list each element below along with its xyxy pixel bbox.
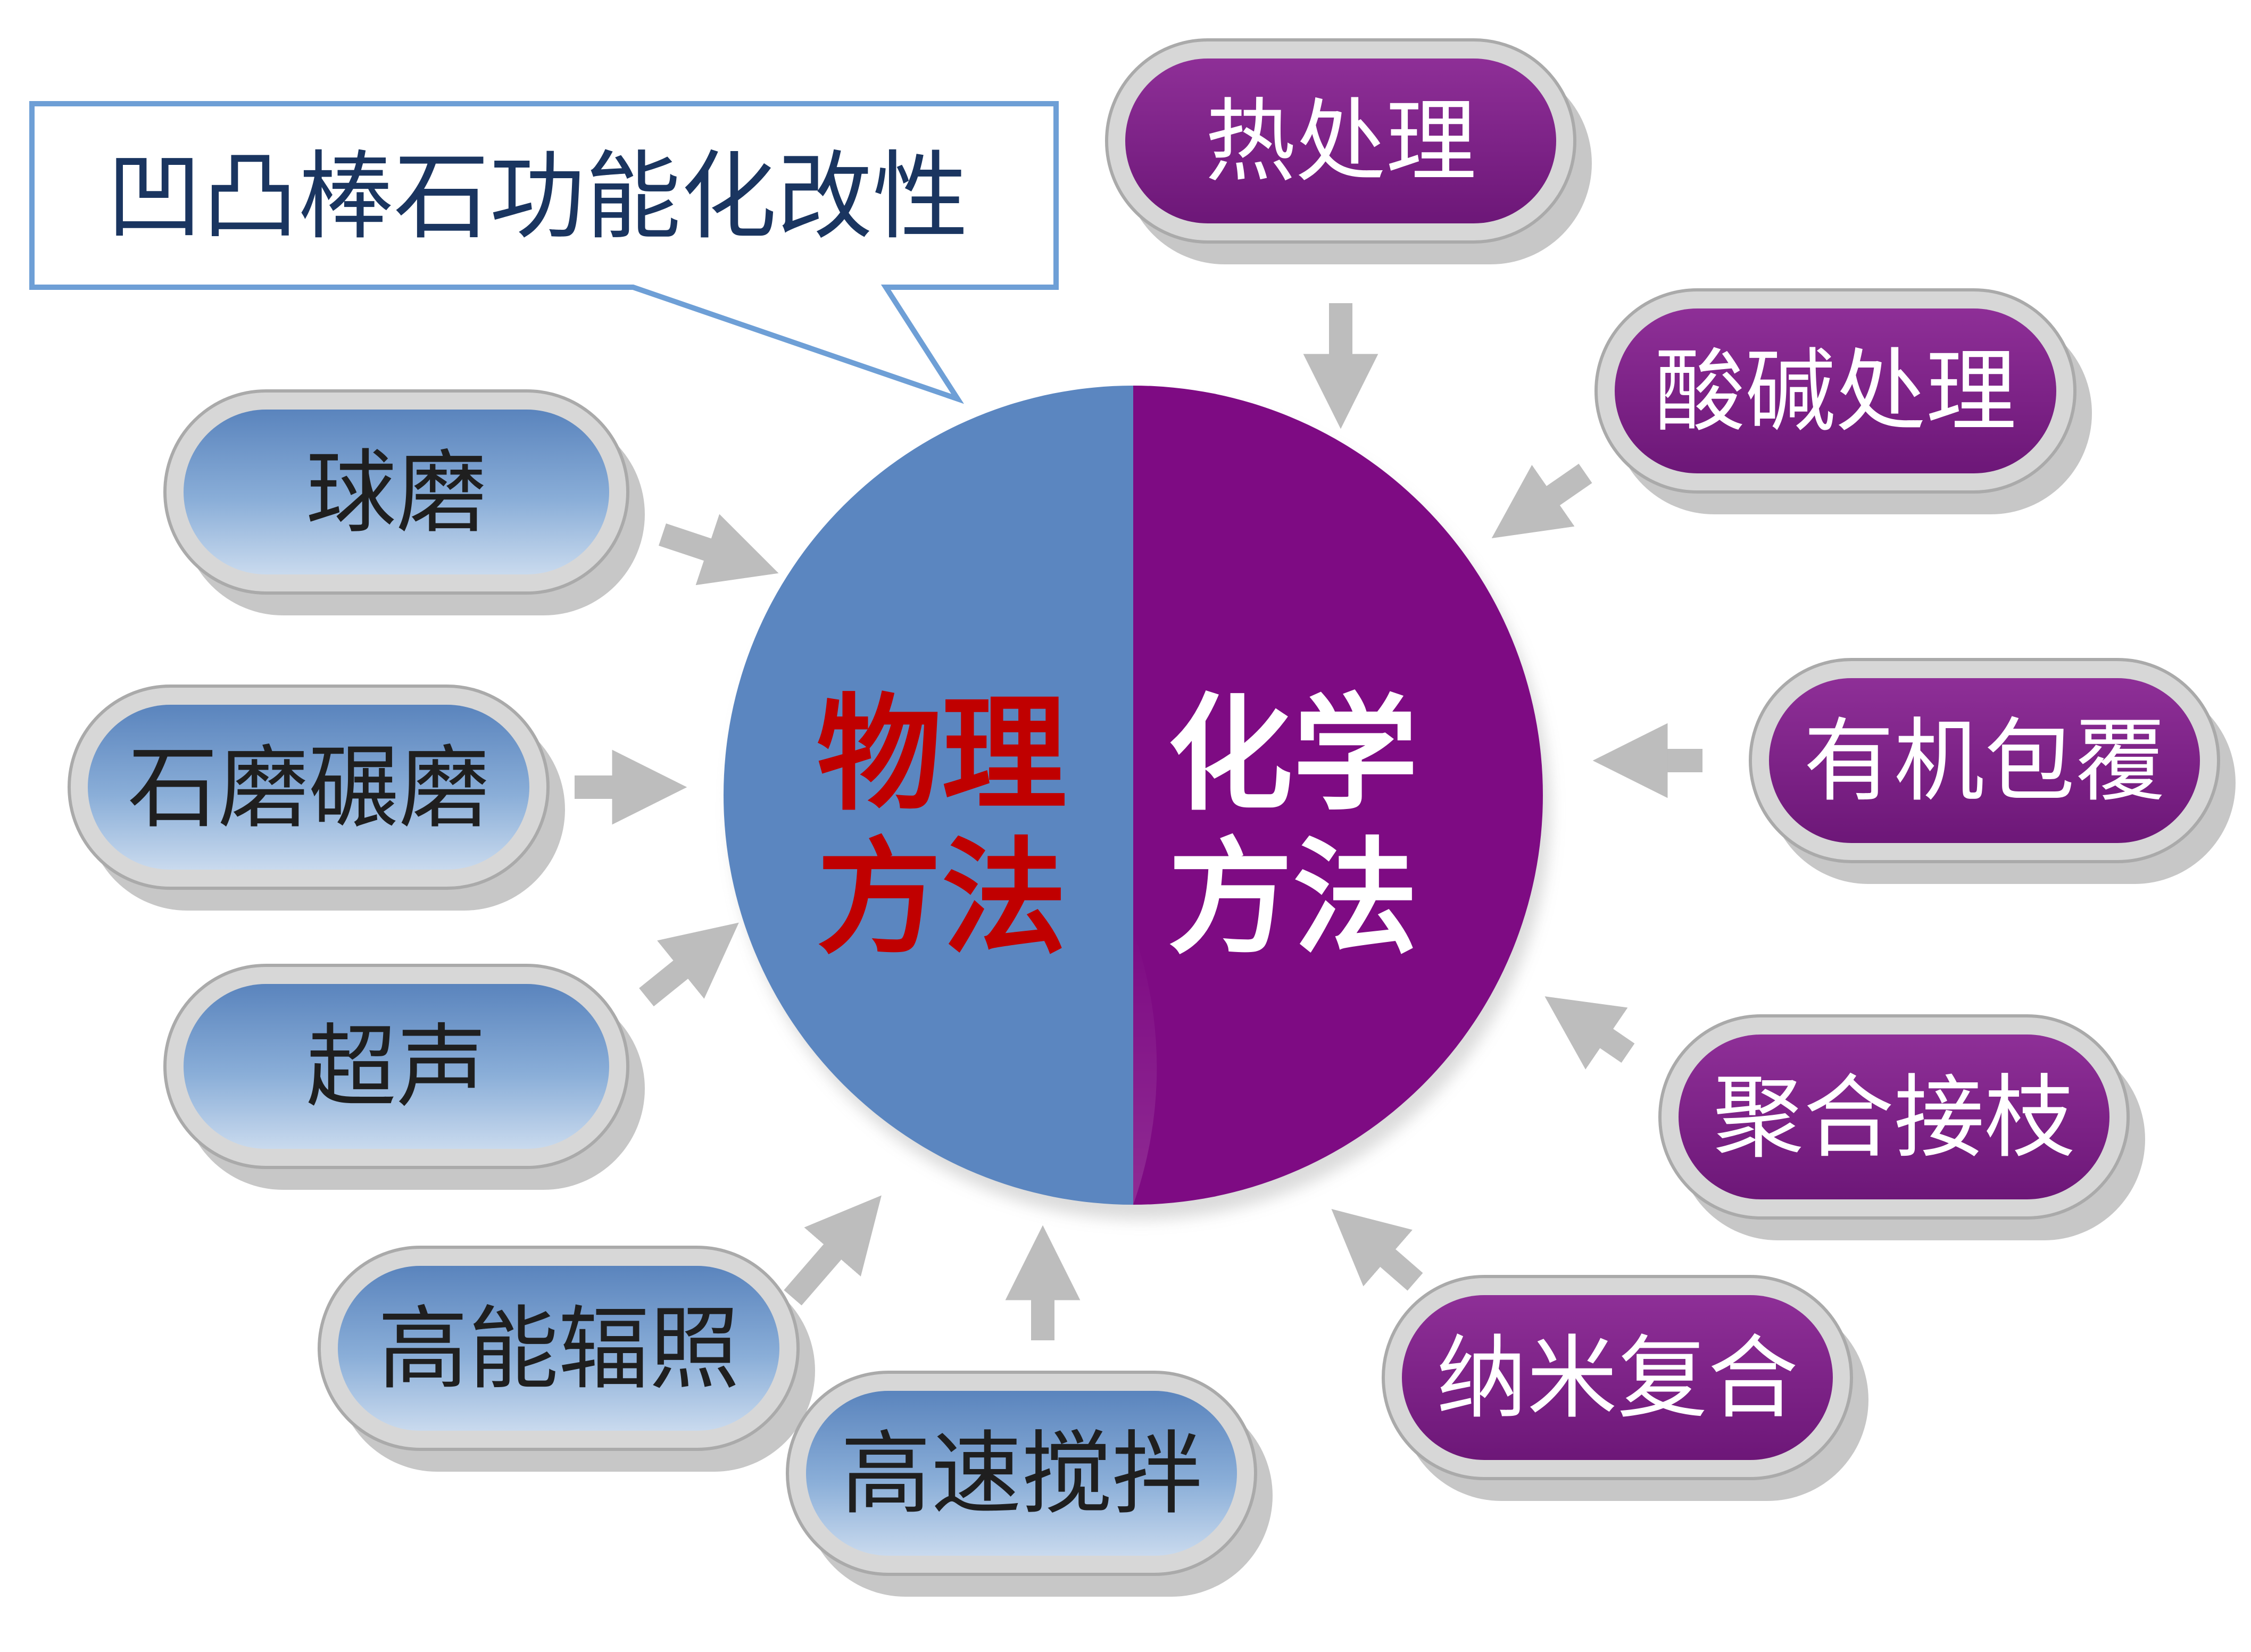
- chemical-node-label: 热处理: [1205, 89, 1476, 195]
- arrow-ball-milling: [659, 514, 779, 586]
- physical-half: [724, 386, 1133, 1205]
- physical-node-ultrasonic: 超声: [163, 964, 645, 1190]
- physical-node-label: 超声: [306, 1015, 487, 1120]
- physical-node-stone-grinding: 石磨碾磨: [68, 685, 565, 911]
- physical-node-label: 石磨碾磨: [128, 736, 489, 841]
- physical-method-label-line2: 方法: [817, 824, 1067, 971]
- title-callout-shape: [29, 101, 1059, 404]
- physical-method-label-line1: 物理: [817, 681, 1067, 828]
- physical-node-label: 高速搅拌: [841, 1422, 1202, 1527]
- chemical-method-label-line2: 方法: [1168, 824, 1418, 971]
- chemical-node-label: 有机包覆: [1804, 709, 2165, 814]
- physical-node-high-energy-irradiation: 高能辐照: [318, 1246, 815, 1472]
- title-callout: 凹凸棒石功能化改性: [29, 101, 1059, 404]
- arrow-polymer-grafting: [1544, 996, 1635, 1070]
- chemical-node-label: 聚合接枝: [1713, 1065, 2075, 1171]
- arrow-nanocomposite: [1331, 1209, 1423, 1291]
- title-text: 凹凸棒石功能化改性: [106, 141, 968, 253]
- center-circle: 物理 方法 化学 方法: [724, 386, 1550, 1220]
- physical-node-ball-milling: 球磨: [163, 389, 645, 615]
- arrow-high-energy-irradiation: [784, 1195, 882, 1306]
- physical-node-high-speed-stirring: 高速搅拌: [786, 1371, 1273, 1597]
- physical-node-label: 球磨: [306, 440, 487, 546]
- chemical-node-acid-base-treatment: 酸碱处理: [1594, 288, 2092, 514]
- arrow-ultrasonic: [639, 922, 739, 1007]
- chemical-node-label: 纳米复合: [1436, 1326, 1798, 1431]
- arrows: [575, 303, 1702, 1340]
- arrow-acid-base-treatment: [1491, 463, 1592, 539]
- physical-node-label: 高能辐照: [378, 1297, 740, 1402]
- chemical-half: [1133, 386, 1543, 1205]
- chemical-method-label-line1: 化学: [1168, 681, 1418, 828]
- chemical-node-nanocomposite: 纳米复合: [1382, 1275, 1868, 1501]
- chemical-node-label: 酸碱处理: [1655, 339, 2016, 445]
- chemical-node-organic-coating: 有机包覆: [1749, 658, 2236, 884]
- chemical-node-polymer-grafting: 聚合接枝: [1658, 1014, 2145, 1240]
- chemical-node-heat-treatment: 热处理: [1105, 38, 1592, 264]
